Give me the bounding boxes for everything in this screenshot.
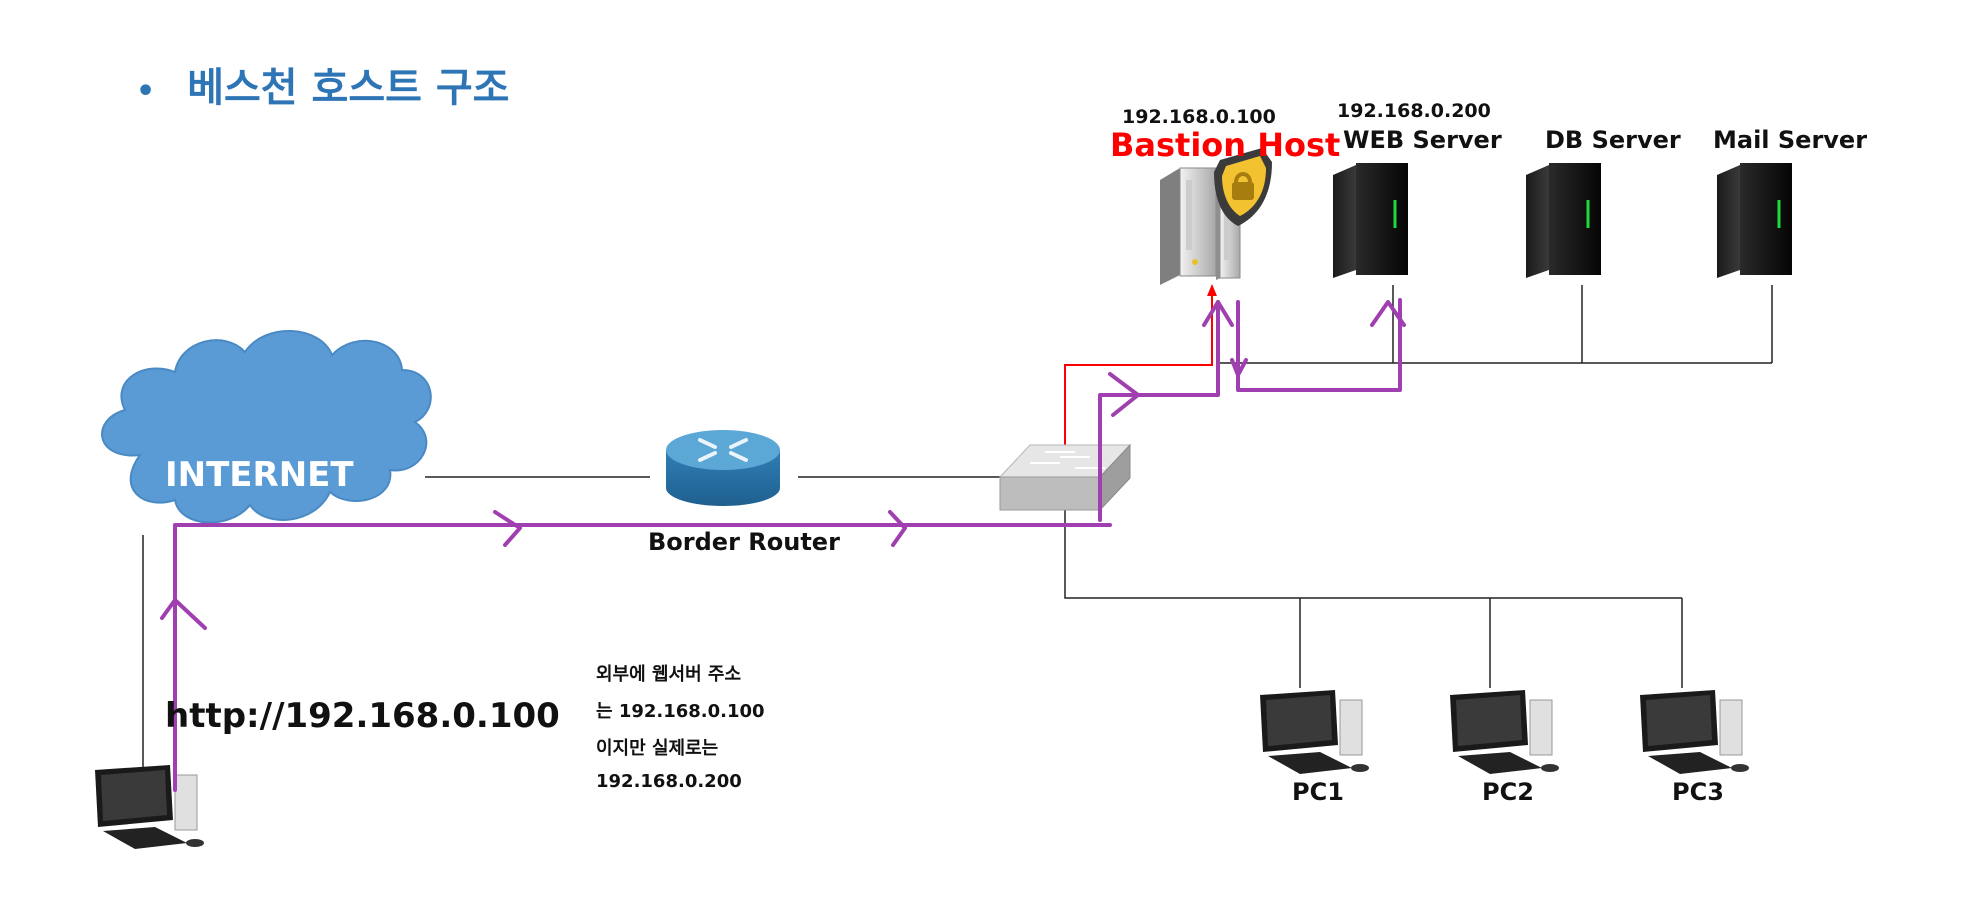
mail-server-label: Mail Server — [1713, 126, 1868, 154]
bullet-icon: • — [136, 74, 156, 109]
explanation-note: 외부에 웹서버 주소 는 192.168.0.100 이지만 실제로는 192.… — [596, 660, 765, 808]
path-arrow-up-client — [160, 598, 207, 630]
note-line: 외부에 웹서버 주소 — [596, 664, 742, 685]
path-arrow-up-bastion — [1202, 300, 1234, 327]
pc3-icon — [1640, 690, 1749, 774]
db-server-icon — [1526, 163, 1601, 278]
mail-server-icon — [1717, 163, 1792, 278]
client-url-label: http://192.168.0.100 — [165, 696, 560, 736]
path-bastion-to-web — [1236, 298, 1402, 392]
web-server-ip-label: 192.168.0.200 — [1337, 100, 1491, 122]
desktop-pc-icons — [95, 690, 1749, 849]
pc3-label: PC3 — [1672, 778, 1724, 806]
border-router-label: Border Router — [648, 528, 840, 556]
pc1-icon — [1260, 690, 1369, 774]
pc1-label: PC1 — [1292, 778, 1344, 806]
path-arrow-1 — [493, 510, 522, 547]
bastion-link — [1064, 284, 1217, 445]
path-arrow-up-web — [1370, 300, 1406, 327]
note-line: 192.168.0.200 — [596, 771, 742, 792]
pc2-label: PC2 — [1482, 778, 1534, 806]
shield-icon — [1214, 148, 1272, 226]
internet-cloud — [101, 330, 432, 524]
server-icons — [1333, 163, 1792, 278]
network-links — [142, 285, 1773, 780]
web-server-icon — [1333, 163, 1408, 278]
bastion-host-label: Bastion Host — [1110, 126, 1341, 164]
web-server-label: WEB Server — [1343, 126, 1502, 154]
path-client-to-switch — [173, 523, 1112, 792]
path-arrow-3 — [1108, 372, 1140, 417]
bastion-ip-label: 192.168.0.100 — [1122, 106, 1276, 128]
path-arrow-down-bastion — [1230, 358, 1248, 377]
page-title: • 베스천 호스트 구조 — [136, 55, 509, 113]
border-router-icon — [666, 430, 780, 506]
page-title-text: 베스천 호스트 구조 — [187, 65, 510, 111]
client-pc-icon — [95, 765, 204, 849]
request-path — [160, 298, 1406, 792]
switch-icon — [998, 443, 1132, 512]
note-line: 이지만 실제로는 — [596, 738, 719, 759]
link-switch-lan — [1064, 510, 1682, 599]
db-server-label: DB Server — [1545, 126, 1681, 154]
bastion-arrowhead — [1207, 284, 1217, 296]
internet-label: INTERNET — [165, 455, 354, 495]
path-arrow-2 — [888, 510, 907, 547]
note-line: 는 192.168.0.100 — [596, 701, 765, 722]
path-switch-to-bastion — [1098, 300, 1220, 522]
pc2-icon — [1450, 690, 1559, 774]
